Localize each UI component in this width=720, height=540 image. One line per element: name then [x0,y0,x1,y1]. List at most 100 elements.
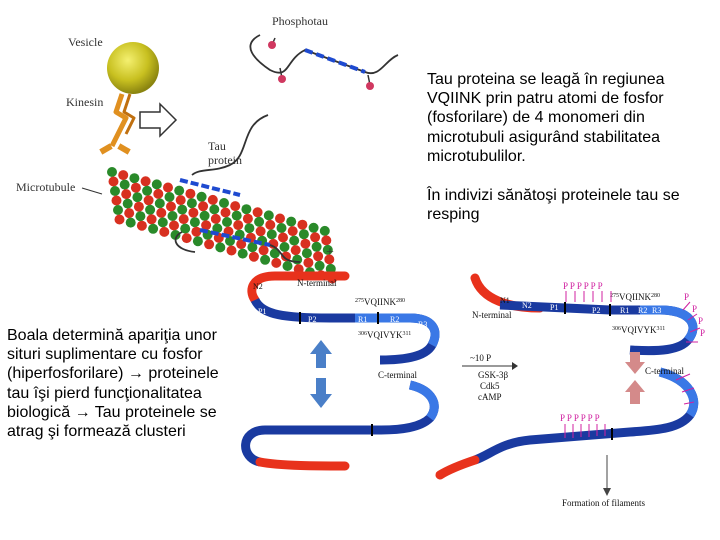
tubulin-monomer [314,260,325,271]
tubulin-monomer [233,220,244,231]
phosphate-dot [366,82,374,90]
tubulin-monomer [142,185,153,196]
tau-chain-top [247,271,350,305]
tubulin-monomer [289,235,300,246]
tubulin-monomer [121,189,132,200]
tubulin-monomer [118,170,129,181]
tubulin-monomer [133,201,144,212]
tubulin-monomer [110,186,120,196]
tubulin-monomer [140,176,151,187]
r2-label: R2 [390,315,399,324]
transport-arrow [139,102,178,138]
tubulin-monomer [145,204,156,215]
tau-chain-tail [435,455,480,480]
r1-label: R1 [358,315,367,324]
p1-label: P1 [550,303,558,312]
tubulin-monomer [219,198,229,208]
tubulin-monomer [263,210,274,221]
tubulin-monomer [207,194,218,205]
phosphate-sites-bottom [564,424,606,438]
p2-label: P2 [592,306,600,315]
r4-label: R4 [668,315,677,324]
p1-label: P1 [258,307,266,316]
tubulin-monomer [124,208,135,219]
tubulin-monomer [313,251,324,262]
tubulin-monomer [298,229,309,240]
c-terminal-label: C-terminal [378,370,417,380]
tau-strand-bound [199,228,271,247]
tubulin-monomer [178,214,189,225]
tubulin-monomer [135,211,146,222]
motif-vqivyk: 306VQIVYK311 [612,325,665,335]
tubulin-monomer [292,254,303,265]
tubulin-monomer [220,207,231,218]
tubulin-monomer [166,201,176,212]
phosphate-sites-side [682,301,701,343]
motif-vqiink: 275VQIINK280 [610,292,660,302]
tubulin-monomer [241,204,252,215]
tubulin-monomer [210,213,221,224]
attraction-arrow-up [625,380,645,404]
tubulin-monomer [156,207,167,218]
tubulin-monomer [248,251,259,262]
tubulin-monomer [174,185,185,196]
tubulin-monomer [192,236,203,247]
tubulin-monomer [297,219,308,230]
tubulin-monomer [188,207,199,218]
tubulin-monomer [247,242,258,253]
r3-label: R3 [652,306,661,315]
tubulin-monomer [191,226,202,237]
tubulin-monomer [154,198,165,209]
tubulin-monomer [186,198,197,209]
tubulin-monomer [119,179,130,190]
tau-chain-tail [255,457,350,471]
tubulin-monomer [244,223,255,234]
tubulin-monomer [252,207,263,218]
tubulin-monomer [236,239,247,250]
tubulin-monomer [290,245,301,256]
tubulin-monomer [230,201,241,212]
tubulin-monomer [122,198,133,209]
tubulin-monomer [204,239,215,250]
tubulin-monomer [308,222,319,233]
tubulin-monomer [185,188,196,199]
c-terminal-label: C-terminal [645,366,684,376]
tubulin-monomer [266,229,277,240]
tubulin-monomer [125,217,136,228]
tubulin-monomer [301,248,312,259]
tubulin-monomer [254,216,265,227]
tubulin-monomer [198,201,209,212]
motif-vqiink: 275VQIINK280 [355,297,405,307]
tubulin-monomer [322,244,333,255]
phosphate-sites-lower [675,373,695,405]
kinesin-label: Kinesin [66,95,103,109]
phospho-p-bottom: P P P P P P [560,413,600,423]
tubulin-monomer [167,211,178,221]
tubulin-monomer [180,223,191,234]
tau-repeat-segment [408,380,439,421]
tubulin-monomer [319,225,330,236]
tau-repeat-segment [640,305,698,343]
tubulin-monomer [324,254,335,265]
n1-label: N1 [500,296,510,305]
tubulin-monomer [281,251,291,262]
repulsion-arrow-down [310,378,332,408]
caption-paragraph-binding: Tau proteina se leagă în regiunea VQIINK… [427,71,665,165]
tubulin-monomer [286,216,297,227]
kinases-label: GSK-3β Cdk5 cAMP [478,370,510,402]
tubulin-monomer [265,219,276,230]
tubulin-monomer [163,182,173,193]
tubulin-monomer [260,254,271,265]
tau-strand-upper [191,114,269,176]
vesicle-sphere [107,42,159,94]
tau-strand-bound [179,178,241,197]
tubulin-monomer [278,232,288,243]
microtubule-label: Microtubule [16,180,75,194]
p2-label: P2 [308,315,316,324]
tubulin-monomer [209,204,220,215]
healthy-tau-caption: Tau proteina se leagă în regiunea VQIINK… [427,70,717,244]
microtubule-diagram: Phosphotau Vesicle Kinesin Tau protein M… [16,14,399,284]
r3-label: R3 [418,320,427,329]
microtubule-cylinder [107,167,338,284]
